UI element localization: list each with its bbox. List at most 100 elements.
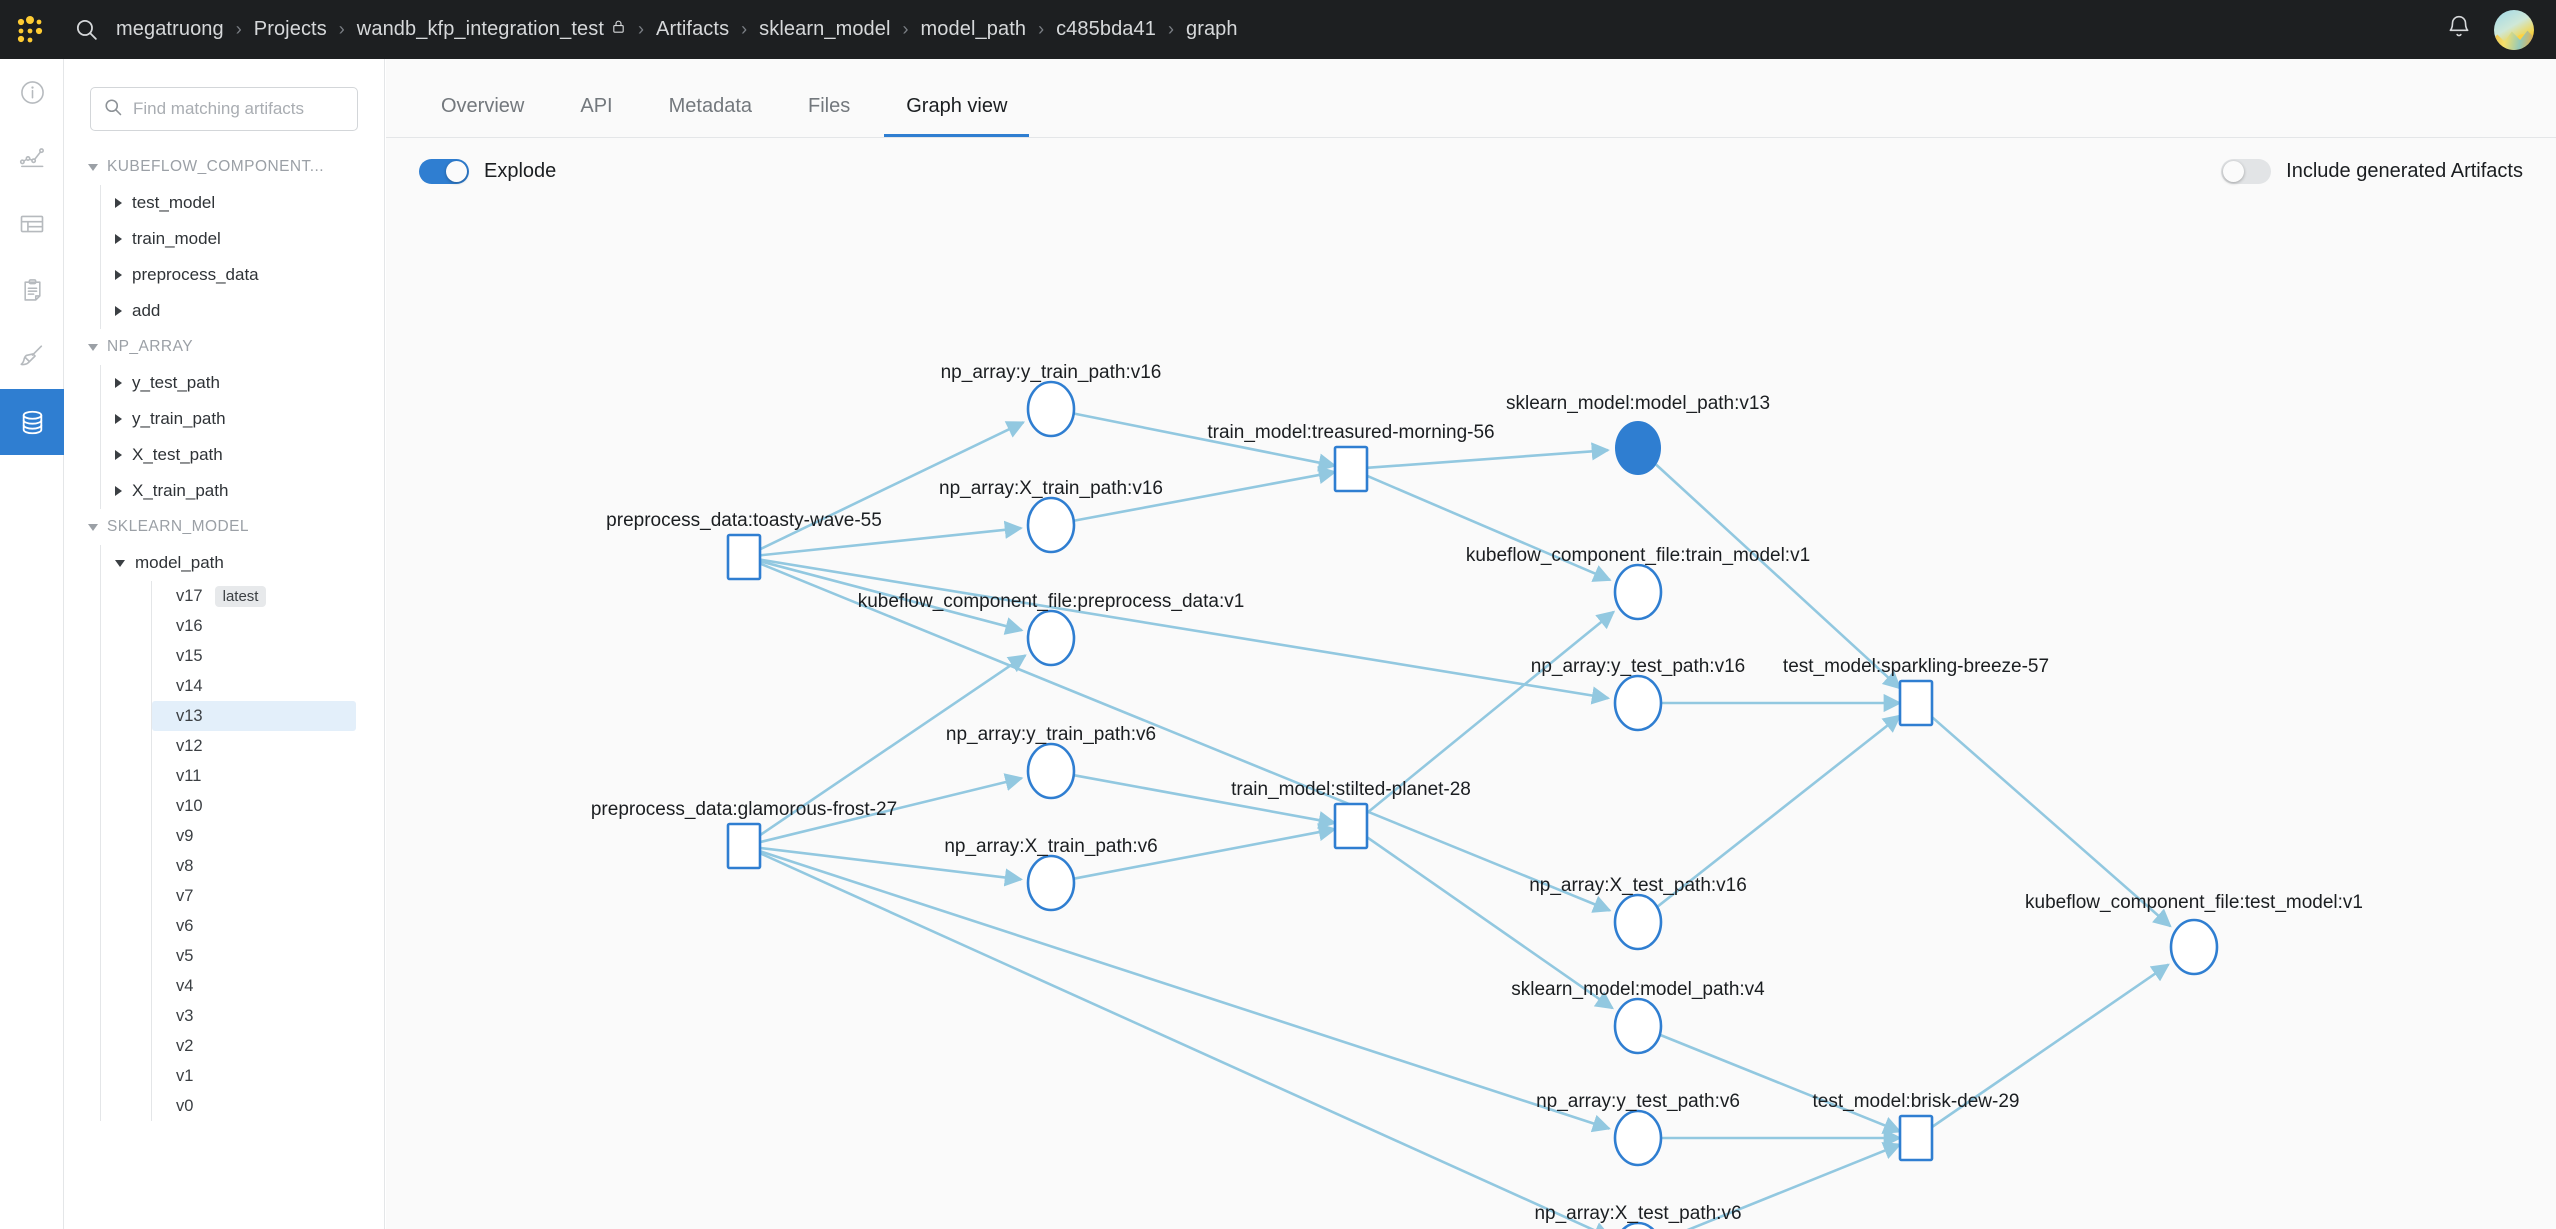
artifact-item-model_path[interactable]: model_path <box>101 545 384 581</box>
chevron-down-icon <box>88 523 98 531</box>
explode-toggle-switch[interactable] <box>419 158 469 184</box>
sidebar-item-info[interactable] <box>0 59 64 125</box>
artifact-item-label: add <box>132 301 161 320</box>
database-artifacts-icon <box>18 408 47 437</box>
sidebar-item-sweeps[interactable] <box>0 323 64 389</box>
graph-node-te29[interactable] <box>1898 1114 1934 1162</box>
graph-node-xtr6[interactable] <box>1026 854 1076 912</box>
breadcrumb-item-graph[interactable]: graph <box>1186 18 1238 41</box>
version-row-v13[interactable]: v13 <box>152 701 356 731</box>
toggle-knob <box>446 160 467 182</box>
graph-edge <box>1366 610 1616 814</box>
graph-node-tm56[interactable] <box>1333 445 1369 493</box>
search-icon[interactable] <box>60 0 112 59</box>
breadcrumb-item-label: wandb_kfp_integration_test <box>356 18 605 40</box>
tab-files[interactable]: Files <box>808 95 851 117</box>
graph-node-sm4[interactable] <box>1613 997 1663 1055</box>
version-row-v7[interactable]: v7 <box>152 881 356 911</box>
explode-toggle[interactable]: Explode <box>419 158 556 184</box>
graph-node-xte6[interactable] <box>1615 1221 1661 1229</box>
version-row-v6[interactable]: v6 <box>152 911 356 941</box>
breadcrumb-item-megatruong[interactable]: megatruong <box>116 18 224 41</box>
artifact-item-X_test_path[interactable]: X_test_path <box>101 437 384 473</box>
version-row-v14[interactable]: v14 <box>152 671 356 701</box>
version-label: v15 <box>176 646 203 665</box>
version-row-v5[interactable]: v5 <box>152 941 356 971</box>
sidebar-item-charts[interactable] <box>0 125 64 191</box>
version-row-v0[interactable]: v0 <box>152 1091 356 1121</box>
breadcrumb-item-wandb-kfp-integration-test[interactable]: wandb_kfp_integration_test <box>357 18 626 41</box>
tab-metadata[interactable]: Metadata <box>668 95 752 117</box>
sidebar-item-table[interactable] <box>0 191 64 257</box>
artifact-type-group-sklearn-model[interactable]: SKLEARN_MODEL <box>64 509 384 545</box>
breadcrumb-item-model-path[interactable]: model_path <box>921 18 1027 41</box>
artifact-item-label: X_test_path <box>132 445 223 464</box>
graph-node-kcfte[interactable] <box>2169 918 2219 976</box>
graph-node-ytr16[interactable] <box>1026 380 1076 438</box>
breadcrumb-item-sklearn-model[interactable]: sklearn_model <box>759 18 890 41</box>
breadcrumb-item-label: model_path <box>920 18 1027 40</box>
breadcrumb-item-artifacts[interactable]: Artifacts <box>656 18 729 41</box>
notification-bell-icon[interactable] <box>2446 14 2472 45</box>
artifact-item-X_train_path[interactable]: X_train_path <box>101 473 384 509</box>
graph-node-kcftr[interactable] <box>1613 563 1663 621</box>
graph-controls: Explode Include generated Artifacts <box>386 138 2556 204</box>
artifact-item-label: y_train_path <box>132 409 226 428</box>
version-row-v10[interactable]: v10 <box>152 791 356 821</box>
artifact-item-label: preprocess_data <box>132 265 259 284</box>
artifact-search-box[interactable] <box>90 87 358 131</box>
graph-node-ytr6[interactable] <box>1026 742 1076 800</box>
graph-node-xtr16[interactable] <box>1026 496 1076 554</box>
graph-node-tm28[interactable] <box>1333 802 1369 850</box>
version-label: v12 <box>176 736 203 755</box>
chevron-down-icon <box>88 343 98 351</box>
search-input[interactable] <box>133 99 345 119</box>
wandb-dots-logo-icon[interactable] <box>0 0 60 59</box>
version-row-v2[interactable]: v2 <box>152 1031 356 1061</box>
tab-overview[interactable]: Overview <box>441 95 525 117</box>
version-label: v16 <box>176 616 203 635</box>
user-avatar[interactable] <box>2494 9 2534 50</box>
include-generated-artifacts-toggle[interactable]: Include generated Artifacts <box>2221 158 2523 184</box>
graph-node-yte6[interactable] <box>1613 1109 1663 1167</box>
version-label: v17 <box>176 586 203 605</box>
graph-edge <box>1931 716 2172 928</box>
sidebar-item-artifacts[interactable] <box>0 389 64 455</box>
breadcrumb-item-c485bda41[interactable]: c485bda41 <box>1056 18 1156 41</box>
tab-api[interactable]: API <box>580 95 613 117</box>
artifact-type-group-np-array[interactable]: NP_ARRAY <box>64 329 384 365</box>
tab-graph-view[interactable]: Graph view <box>884 95 1030 137</box>
version-row-v9[interactable]: v9 <box>152 821 356 851</box>
graph-node-xte16[interactable] <box>1613 893 1663 951</box>
artifact-item-y_train_path[interactable]: y_train_path <box>101 401 384 437</box>
version-row-v1[interactable]: v1 <box>152 1061 356 1091</box>
include-generated-toggle-switch[interactable] <box>2221 158 2272 184</box>
graph-node-pp27[interactable] <box>726 822 762 870</box>
artifact-type-group-kubeflow-component-[interactable]: KUBEFLOW_COMPONENT... <box>64 149 384 185</box>
artifact-item-train_model[interactable]: train_model <box>101 221 384 257</box>
version-row-v8[interactable]: v8 <box>152 851 356 881</box>
version-row-v4[interactable]: v4 <box>152 971 356 1001</box>
graph-node-pp55[interactable] <box>726 533 762 581</box>
artifact-item-add[interactable]: add <box>101 293 384 329</box>
version-row-v11[interactable]: v11 <box>152 761 356 791</box>
version-row-v3[interactable]: v3 <box>152 1001 356 1031</box>
breadcrumb-item-projects[interactable]: Projects <box>254 18 327 41</box>
version-row-v16[interactable]: v16 <box>152 611 356 641</box>
graph-node-te57[interactable] <box>1898 679 1934 727</box>
graph-node-kcfpp[interactable] <box>1026 609 1076 667</box>
artifact-item-test_model[interactable]: test_model <box>101 185 384 221</box>
chevron-right-icon <box>115 450 122 460</box>
version-row-v12[interactable]: v12 <box>152 731 356 761</box>
sidebar-item-reports[interactable] <box>0 257 64 323</box>
graph-edge <box>1686 1142 1902 1229</box>
artifact-item-y_test_path[interactable]: y_test_path <box>101 365 384 401</box>
graph-edge <box>1931 963 2170 1129</box>
graph-node-sm13[interactable] <box>1615 421 1661 475</box>
artifact-item-preprocess_data[interactable]: preprocess_data <box>101 257 384 293</box>
graph-node-yte16[interactable] <box>1613 674 1663 732</box>
version-row-v15[interactable]: v15 <box>152 641 356 671</box>
